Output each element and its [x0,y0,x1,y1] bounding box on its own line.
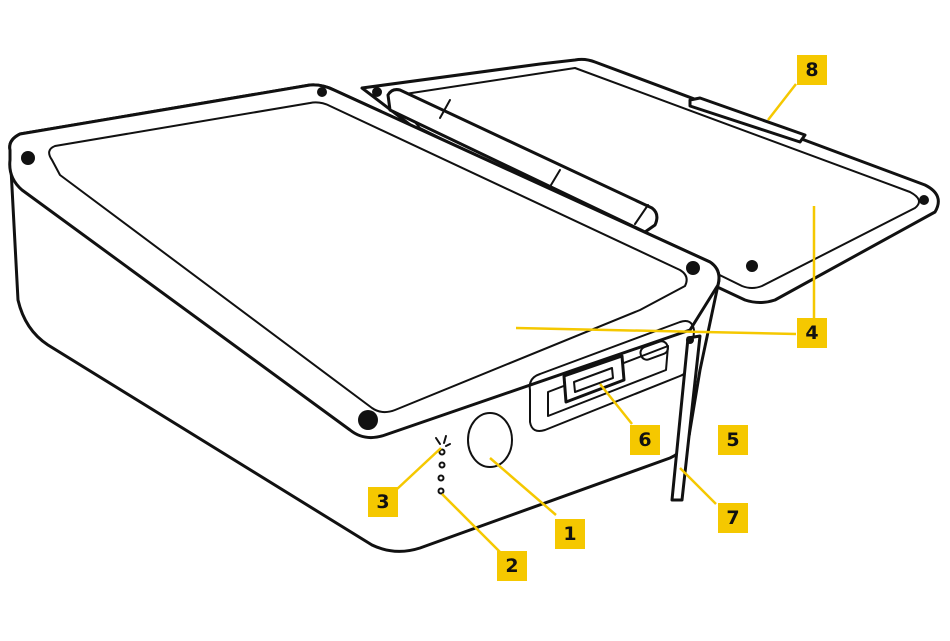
callout-6: 6 [630,425,660,455]
callout-3: 3 [368,487,398,517]
callout-7: 7 [718,503,748,533]
callout-4: 4 [797,318,827,348]
callout-2: 2 [497,551,527,581]
callout-1: 1 [555,519,585,549]
callout-8: 8 [797,55,827,85]
callout-5: 5 [718,425,748,455]
